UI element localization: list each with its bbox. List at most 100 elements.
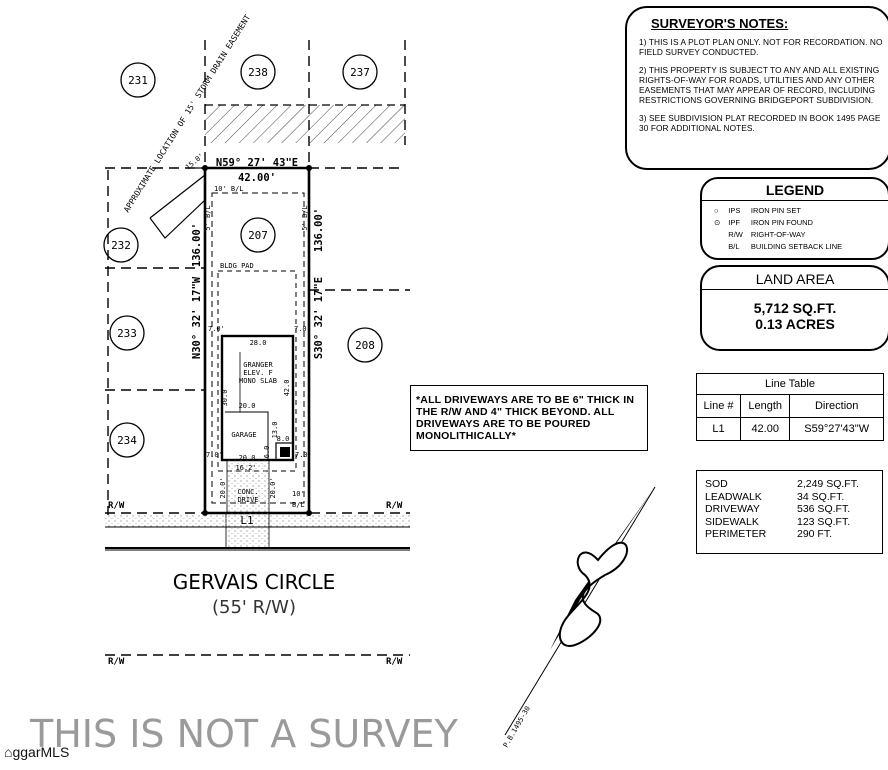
house-depth: 42.0 bbox=[283, 380, 291, 397]
house-icon: ⌂ bbox=[4, 744, 13, 760]
top-bearing: N59° 27' 43"E bbox=[216, 157, 298, 169]
legend-desc: IRON PIN FOUND bbox=[750, 217, 813, 227]
rw-right-top: R/W bbox=[386, 501, 403, 511]
boundary-labels: N59° 27' 43"E 42.00' 136.00' 136.00' N30… bbox=[191, 157, 325, 359]
legend-code: B/L bbox=[728, 241, 740, 251]
porch bbox=[275, 442, 294, 461]
legend-row: R/W RIGHT-OF-WAY bbox=[710, 228, 846, 240]
table-row: DRIVEWAY 536 SQ.FT. bbox=[705, 503, 859, 516]
plan-annotations: 10' B/L 5' B/L 5' B/L BLDG PAD 7.0' 7.0'… bbox=[122, 13, 312, 509]
area-name: LEADWALK bbox=[705, 490, 762, 503]
line-table-line: L1 bbox=[695, 417, 742, 441]
surveyor-note-2: 2) THIS PROPERTY IS SUBJECT TO ANY AND A… bbox=[639, 65, 880, 105]
drive-len-right: 20.0' bbox=[269, 477, 277, 498]
legend-row: ⊙ IPF IRON PIN FOUND bbox=[710, 216, 846, 228]
line-table-title: Line Table bbox=[696, 373, 884, 395]
lot-234: 234 bbox=[117, 434, 137, 447]
lot-232: 232 bbox=[111, 239, 131, 252]
setback-right-2: 7.0' bbox=[295, 451, 312, 459]
legend-table: ○ IPS IRON PIN SET ⊙ IPF IRON PIN FOUND … bbox=[710, 204, 846, 252]
top-length: 42.00' bbox=[238, 172, 276, 184]
lot-233: 233 bbox=[117, 327, 137, 340]
drive-len-left: 20.0' bbox=[219, 477, 227, 498]
land-area-title: LAND AREA bbox=[755, 271, 835, 287]
side-setback-right: 5' B/L bbox=[301, 205, 309, 230]
surveyor-notes-title: SURVEYOR'S NOTES: bbox=[651, 16, 789, 31]
porch-width: 8.0 bbox=[277, 435, 290, 443]
mls-logo: ⌂ggarMLS bbox=[4, 744, 69, 760]
legend-title: LEGEND bbox=[765, 182, 825, 198]
surveyor-note-3: 3) SEE SUBDIVISION PLAT RECORDED IN BOOK… bbox=[639, 113, 881, 133]
left-length: 136.00' bbox=[191, 223, 203, 267]
street-name: GERVAIS CIRCLE bbox=[173, 570, 335, 594]
line-table-direction: S59°27'43"W bbox=[789, 417, 884, 441]
area-value: 123 SQ.FT. bbox=[797, 515, 851, 528]
house-line-3: MONO SLAB bbox=[239, 377, 277, 385]
rw-left-top: R/W bbox=[108, 501, 125, 511]
garage-w1: 20.0 bbox=[239, 402, 256, 410]
house-side: 30.0 bbox=[221, 390, 229, 407]
house-line-2: ELEV. F bbox=[243, 369, 273, 377]
legend-box: LEGEND ○ IPS IRON PIN SET ⊙ IPF IRON PIN… bbox=[700, 177, 888, 260]
lot-208: 208 bbox=[355, 339, 375, 352]
easement-leader bbox=[149, 167, 206, 239]
area-name: SOD bbox=[705, 478, 728, 490]
rw-right-bottom: R/W bbox=[386, 657, 403, 667]
mls-logo-text: ggarMLS bbox=[12, 744, 70, 760]
side-setback-left: 5' B/L bbox=[204, 205, 212, 230]
legend-code: IPF bbox=[728, 217, 740, 227]
bldg-pad-label: BLDG PAD bbox=[220, 262, 254, 270]
line-table-header: Length bbox=[740, 394, 791, 418]
lot-207: 207 bbox=[248, 229, 268, 242]
land-area-box: LAND AREA 5,712 SQ.FT. 0.13 ACRES bbox=[700, 265, 888, 351]
setback-right: 7.0' bbox=[294, 325, 311, 333]
rw-labels: R/W R/W R/W R/W bbox=[108, 501, 403, 667]
area-name: DRIVEWAY bbox=[705, 503, 760, 515]
right-length: 136.00' bbox=[313, 208, 325, 252]
porch-small: 6.0 bbox=[263, 446, 271, 459]
lot-237: 237 bbox=[350, 66, 370, 79]
setback-line bbox=[211, 192, 305, 504]
house-line-1: GRANGER bbox=[243, 361, 273, 369]
area-value: 536 SQ.FT. bbox=[797, 503, 851, 515]
driveway-note: *ALL DRIVEWAYS ARE TO BE 6" THICK IN THE… bbox=[410, 385, 648, 451]
sidewalk bbox=[105, 515, 410, 527]
area-value: 2,249 SQ.FT. bbox=[797, 478, 859, 490]
front-bl: B/L bbox=[292, 501, 305, 509]
garage-label: GARAGE bbox=[231, 431, 256, 439]
garage-w2: 20.0 bbox=[239, 454, 256, 462]
drive-label-2: DRIVE bbox=[237, 496, 258, 504]
front-bl-dim: 10' bbox=[292, 490, 305, 498]
surveyor-notes-box: SURVEYOR'S NOTES: 1) THIS IS A PLOT PLAN… bbox=[625, 6, 888, 170]
adjacent-lot-lines bbox=[105, 40, 410, 656]
easement-hatch bbox=[205, 105, 405, 143]
porch-depth: 13.0 bbox=[271, 422, 279, 439]
line-table: Line Table Line # Length Direction L1 42… bbox=[695, 373, 884, 441]
drive-label-1: CONC. bbox=[237, 488, 258, 496]
rw-left-bottom: R/W bbox=[108, 657, 125, 667]
area-name: SIDEWALK bbox=[705, 515, 759, 528]
area-name: PERIMETER bbox=[705, 528, 767, 540]
house-width: 28.0 bbox=[250, 339, 267, 347]
drive-width: 16.2' bbox=[235, 464, 256, 472]
setback-left-2: 7.0' bbox=[206, 451, 223, 459]
surveyor-note-1: 1) THIS IS A PLOT PLAN ONLY. NOT FOR REC… bbox=[639, 37, 883, 57]
garage-outline bbox=[225, 411, 269, 460]
ipf-symbol-icon: ⊙ bbox=[714, 217, 721, 227]
street-rw: (55' R/W) bbox=[212, 597, 296, 618]
lot-number-circles bbox=[103, 54, 383, 458]
line-table-header: Line # bbox=[695, 394, 742, 418]
legend-code: IPS bbox=[728, 205, 741, 215]
not-a-survey-disclaimer: THIS IS NOT A SURVEY bbox=[30, 712, 458, 756]
driveway bbox=[226, 459, 270, 514]
legend-desc: BUILDING SETBACK LINE bbox=[750, 241, 843, 251]
front-setback: 10' B/L bbox=[214, 185, 244, 193]
lot-238: 238 bbox=[248, 66, 268, 79]
land-area-sqft: 5,712 SQ.FT. bbox=[753, 300, 837, 316]
pb-reference: P.B.1495-30 bbox=[502, 705, 532, 749]
